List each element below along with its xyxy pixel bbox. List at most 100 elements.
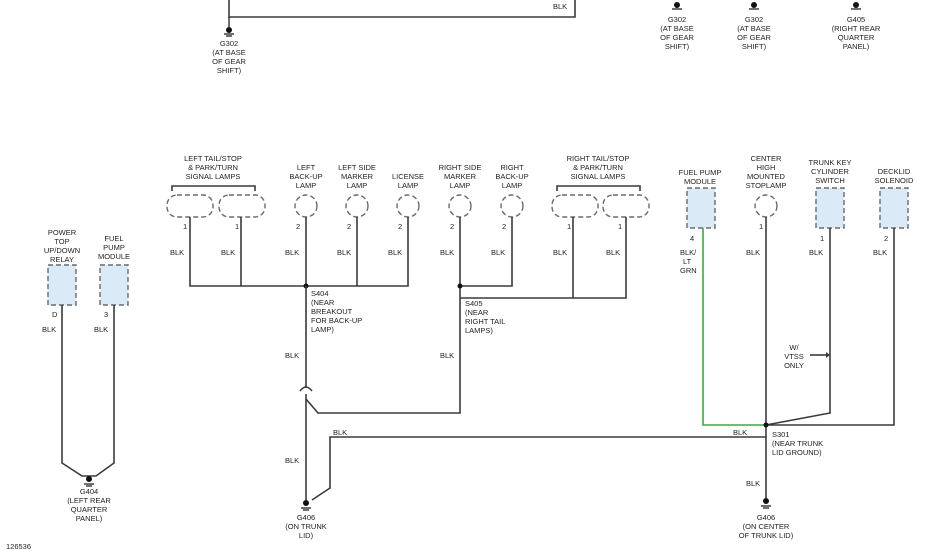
s404-line5: LAMP)	[311, 325, 334, 334]
s301-right-wire-label: BLK	[733, 428, 747, 437]
top-section: BLK G302 (AT BASE OF GEAR SHIFT) G302 (A…	[212, 0, 881, 75]
right-backup-label-3: LAMP	[502, 181, 522, 190]
trunk-key-cylinder-switch: TRUNK KEY CYLINDER SWITCH 1	[809, 158, 852, 243]
g404-line4: PANEL)	[76, 514, 103, 523]
decklid-box	[879, 187, 909, 229]
wire-crossover	[299, 386, 313, 392]
right-tail-wire-2	[573, 217, 627, 299]
right-side-marker-lamp: RIGHT SIDE MARKER LAMP 2	[439, 163, 482, 231]
left-backup-label-3: LAMP	[296, 181, 316, 190]
right-backup-lamp: RIGHT BACK-UP LAMP 2	[495, 163, 528, 231]
left-marker-label-3: LAMP	[347, 181, 367, 190]
top-wire-label: BLK	[553, 2, 567, 11]
s404-line4: FOR BACK-UP	[311, 316, 362, 325]
chmsl-label-3: MOUNTED	[747, 172, 785, 181]
g302-c-line1: G302	[745, 15, 763, 24]
g406-right-line1: G406	[757, 513, 775, 522]
g302-a-line3: OF GEAR	[212, 57, 246, 66]
right-marker-pin: 2	[450, 222, 454, 231]
g302-b-line4: SHIFT)	[665, 42, 690, 51]
g405-line1: G405	[847, 15, 865, 24]
trunk-key-wire-label: BLK	[809, 248, 823, 257]
s301-left-wire-label: BLK	[333, 428, 347, 437]
left-backup-wire-label: BLK	[285, 248, 299, 257]
figure-id: 126536	[6, 542, 31, 551]
g406-right-line2: (ON CENTER	[743, 522, 790, 531]
trunk-key-label-3: SWITCH	[815, 176, 845, 185]
license-wire	[306, 217, 409, 287]
license-bulb	[396, 194, 420, 218]
g406-left-line3: LID)	[299, 531, 314, 540]
g405-line3: QUARTER	[838, 33, 875, 42]
license-label-2: LAMP	[398, 181, 418, 190]
left-tail-label-2: & PARK/TURN	[188, 163, 238, 172]
fpm-left-box	[99, 264, 129, 306]
left-side-marker-lamp: LEFT SIDE MARKER LAMP 2	[338, 163, 376, 231]
s301-line3: LID GROUND)	[772, 448, 822, 457]
right-tail-label-2: & PARK/TURN	[573, 163, 623, 172]
g404-line3: QUARTER	[71, 505, 108, 514]
right-backup-label-1: RIGHT	[500, 163, 524, 172]
trunk-key-label-2: CYLINDER	[811, 167, 850, 176]
g302-b-line3: OF GEAR	[660, 33, 694, 42]
s404-wire-label: BLK	[285, 351, 299, 360]
license-label-1: LICENSE	[392, 172, 424, 181]
right-marker-wire-label: BLK	[440, 248, 454, 257]
vtss-line1: W/	[789, 343, 799, 352]
left-backup-bulb	[294, 194, 318, 218]
right-tail-bracket	[556, 185, 641, 191]
left-tail-lamp-2	[218, 194, 266, 218]
chmsl-wire-label: BLK	[746, 248, 760, 257]
g302-b-line2: (AT BASE	[660, 24, 693, 33]
s405-line2: (NEAR	[465, 308, 489, 317]
g406-right-wire-label: BLK	[746, 479, 760, 488]
g302-c-line4: SHIFT)	[742, 42, 767, 51]
left-backup-pin: 2	[296, 222, 300, 231]
blk-lt-grn-line1: BLK/	[680, 248, 697, 257]
g406-left-wire-label: BLK	[285, 456, 299, 465]
s405-wire-label: BLK	[440, 351, 454, 360]
relay-pin: D	[52, 310, 58, 319]
license-pin: 2	[398, 222, 402, 231]
left-marker-bulb	[345, 194, 369, 218]
g302-c-line2: (AT BASE	[737, 24, 770, 33]
g302-a-line4: SHIFT)	[217, 66, 242, 75]
s404-line2: (NEAR	[311, 298, 335, 307]
left-tail-bracket	[171, 185, 256, 191]
left-tail-lamps: LEFT TAIL/STOP & PARK/TURN SIGNAL LAMPS …	[166, 154, 266, 231]
top-wire	[228, 0, 576, 18]
fpm-right-wire	[702, 228, 766, 426]
chmsl-label-2: HIGH	[757, 163, 776, 172]
right-backup-label-2: BACK-UP	[495, 172, 528, 181]
right-tail-label-3: SIGNAL LAMPS	[571, 172, 626, 181]
g302-b-line1: G302	[668, 15, 686, 24]
blk-lt-grn-line2: LT	[683, 257, 692, 266]
left-marker-label-1: LEFT SIDE	[338, 163, 376, 172]
fpm-right-label-2: MODULE	[684, 177, 716, 186]
left-tail-label-1: LEFT TAIL/STOP	[184, 154, 242, 163]
right-tail-pin-2: 1	[618, 222, 622, 231]
relay-label-3: UP/DOWN	[44, 246, 80, 255]
vtss-line2: VTSS	[784, 352, 804, 361]
left-tail-wire-1-label: BLK	[170, 248, 184, 257]
ground-g302-c	[749, 2, 759, 10]
fpm-left-wire	[90, 305, 115, 477]
left-tail-label-3: SIGNAL LAMPS	[186, 172, 241, 181]
relay-label-2: TOP	[54, 237, 69, 246]
g406-left-line1: G406	[297, 513, 315, 522]
relay-label-1: POWER	[48, 228, 77, 237]
s405-to-s404-wire	[305, 298, 461, 414]
right-marker-label-3: LAMP	[450, 181, 470, 190]
vtss-arrow-head	[826, 352, 830, 358]
right-tail-pin-1: 1	[567, 222, 571, 231]
ground-g302-a	[224, 17, 234, 37]
right-tail-lamp-1	[551, 194, 599, 218]
trunk-key-label-1: TRUNK KEY	[809, 158, 852, 167]
fuel-pump-module-left: FUEL PUMP MODULE 3 BLK	[94, 234, 130, 334]
decklid-wire	[766, 228, 895, 426]
fpm-left-label-3: MODULE	[98, 252, 130, 261]
trunk-key-wire	[765, 228, 831, 426]
ground-g302-b	[672, 2, 682, 10]
g404-line2: (LEFT REAR	[67, 496, 111, 505]
chmsl-bulb	[754, 194, 778, 218]
